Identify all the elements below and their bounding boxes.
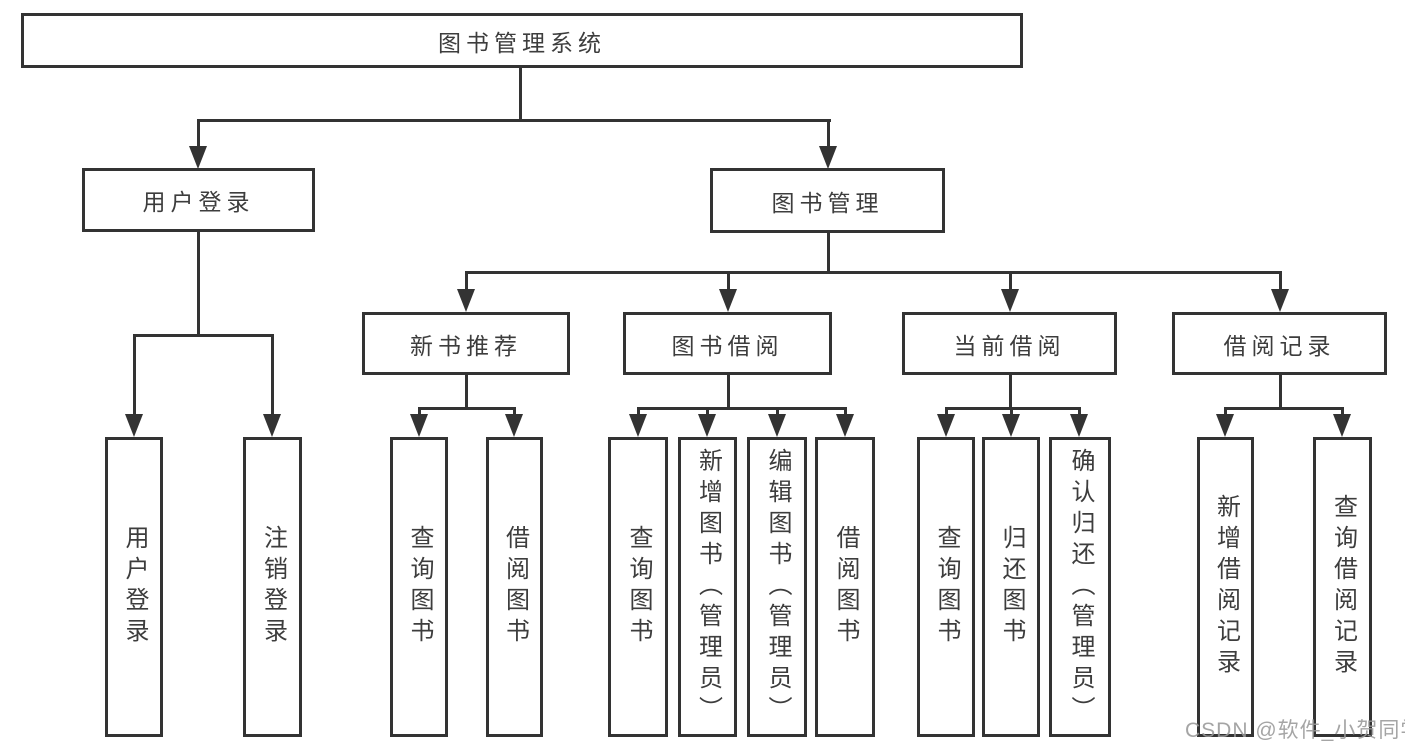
node-cb-return-books: 归还图书 (982, 437, 1040, 737)
node-bb-query-books: 查询图书 (608, 437, 668, 737)
connector-line (776, 407, 779, 419)
node-root-system: 图书管理系统 (21, 13, 1023, 68)
node-user-login: 用户登录 (82, 168, 315, 232)
arrow-down-icon (189, 146, 207, 169)
arrow-down-icon (125, 414, 143, 437)
node-br-query-record: 查询借阅记录 (1313, 437, 1372, 737)
connector-line (418, 407, 421, 419)
node-leaf-logout: 注销登录 (243, 437, 302, 737)
node-leaf-user-login: 用户登录 (105, 437, 163, 737)
node-nb-borrow-books: 借阅图书 (486, 437, 543, 737)
arrow-down-icon (1271, 289, 1289, 312)
arrow-down-icon (719, 289, 737, 312)
connector-line (519, 68, 522, 121)
node-bb-borrow-books: 借阅图书 (815, 437, 875, 737)
node-bb-add-books-admin: 新增图书（管理员） (678, 437, 737, 737)
connector-line (513, 407, 516, 419)
node-br-add-record: 新增借阅记录 (1197, 437, 1254, 737)
connector-line (1009, 271, 1012, 291)
arrow-down-icon (457, 289, 475, 312)
arrow-down-icon (819, 146, 837, 169)
connector-line (1224, 407, 1227, 419)
connector-line (1279, 375, 1282, 409)
connector-line (133, 334, 136, 418)
connector-line (1279, 271, 1282, 291)
node-new-book-recommend: 新书推荐 (362, 312, 570, 375)
connector-line (706, 407, 709, 419)
node-nb-query-books: 查询图书 (390, 437, 448, 737)
arrow-down-icon (505, 414, 523, 437)
connector-line (827, 119, 830, 149)
connector-line (465, 271, 468, 291)
connector-line (133, 334, 274, 337)
arrow-down-icon (1333, 414, 1351, 437)
arrow-down-icon (698, 414, 716, 437)
connector-line (1224, 407, 1344, 410)
node-bb-edit-books-admin: 编辑图书（管理员） (747, 437, 807, 737)
connector-line (827, 233, 830, 274)
connector-line (465, 375, 468, 409)
connector-line (844, 407, 847, 419)
arrow-down-icon (629, 414, 647, 437)
connector-line (1010, 407, 1013, 419)
connector-line (637, 407, 640, 419)
connector-line (197, 119, 831, 122)
connector-line (271, 334, 274, 418)
arrow-down-icon (410, 414, 428, 437)
connector-line (1078, 407, 1081, 419)
connector-line (945, 407, 1081, 410)
connector-line (945, 407, 948, 419)
arrow-down-icon (1070, 414, 1088, 437)
connector-line (1009, 375, 1012, 409)
connector-line (465, 271, 1282, 274)
connector-line (727, 375, 730, 409)
connector-line (197, 119, 200, 149)
node-book-management: 图书管理 (710, 168, 945, 233)
node-cb-confirm-return-admin: 确认归还（管理员） (1049, 437, 1111, 737)
arrow-down-icon (937, 414, 955, 437)
connector-line (727, 271, 730, 291)
arrow-down-icon (1001, 289, 1019, 312)
node-borrow-records: 借阅记录 (1172, 312, 1387, 375)
arrow-down-icon (1216, 414, 1234, 437)
connector-line (197, 232, 200, 336)
arrow-down-icon (1002, 414, 1020, 437)
connector-line (637, 407, 847, 410)
node-cb-query-books: 查询图书 (917, 437, 975, 737)
connector-line (1341, 407, 1344, 419)
csdn-watermark: CSDN @软件_小贺同学 (1185, 719, 1405, 742)
arrow-down-icon (768, 414, 786, 437)
connector-line (418, 407, 516, 410)
node-book-borrow: 图书借阅 (623, 312, 832, 375)
arrow-down-icon (263, 414, 281, 437)
node-current-borrow: 当前借阅 (902, 312, 1117, 375)
arrow-down-icon (836, 414, 854, 437)
